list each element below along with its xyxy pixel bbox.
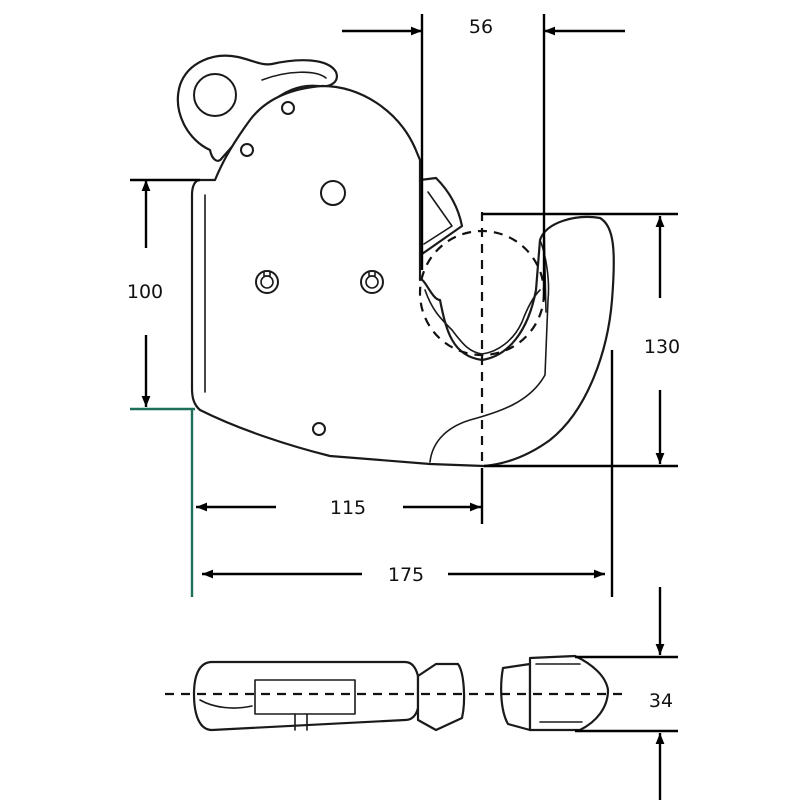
dim-175: 175 (190, 350, 614, 597)
hook-inner-curve (429, 239, 550, 463)
hook-body (190, 84, 615, 468)
dim-130: 130 (482, 212, 680, 468)
top-view-right-block (500, 662, 532, 732)
throat-bracket-inner (423, 191, 453, 245)
dim-label-34: 34 (649, 690, 673, 712)
dim-56: 56 (342, 14, 625, 300)
dim-label-100: 100 (127, 281, 163, 303)
rivet-bottom (312, 422, 326, 436)
hook-top-view (165, 654, 622, 732)
dim-label-56: 56 (469, 16, 493, 38)
top-view-slot (254, 679, 356, 715)
top-view-left-bulge (199, 699, 253, 709)
dim-label-115: 115 (330, 497, 366, 519)
top-view-nose-inner (535, 663, 583, 723)
dim-label-175: 175 (388, 564, 424, 586)
lever-ring (193, 73, 237, 117)
dim-100: 100 (127, 178, 200, 411)
dim-115: 115 (196, 468, 484, 524)
dim-34: 34 (575, 587, 678, 800)
top-view-step (294, 713, 308, 731)
hook-side-view (176, 54, 615, 468)
keyed-bolt-left (255, 270, 279, 294)
top-view-mid-block (416, 662, 466, 732)
pivot-hole (320, 180, 346, 206)
rivet-top (281, 101, 295, 115)
keyed-bolt-right (360, 270, 384, 294)
rivet-left (240, 143, 254, 157)
top-view-outline (192, 660, 420, 732)
throat-bracket (418, 176, 464, 256)
dim-label-130: 130 (644, 336, 680, 358)
lever-ridge (261, 71, 327, 81)
